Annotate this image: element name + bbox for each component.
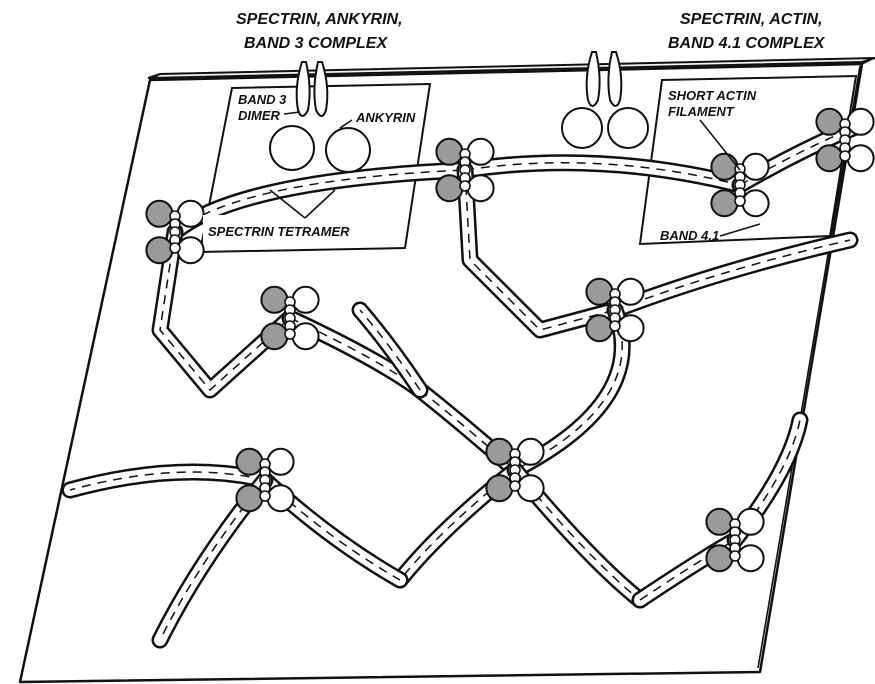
band41-protein (435, 137, 464, 166)
band3-dimer-top (295, 61, 329, 117)
actin-monomer (509, 480, 521, 492)
label-band41: BAND 4.1 (660, 223, 761, 243)
junction-complex (585, 277, 645, 343)
band41-protein (145, 199, 174, 228)
actin-monomer (169, 242, 181, 254)
band41-protein (260, 322, 289, 351)
svg-text:DIMER: DIMER (238, 108, 281, 123)
globular-protein (266, 447, 295, 476)
svg-text:BAND 4.1: BAND 4.1 (660, 228, 719, 243)
label-band3-dimer: BAND 3 DIMER (238, 92, 301, 123)
band3-protein-icon (269, 125, 315, 171)
globular-protein (291, 322, 320, 351)
label-spectrin-ankyrin-band3: SPECTRIN, ANKYRIN, BAND 3 COMPLEX (236, 11, 403, 52)
svg-text:SPECTRIN, ACTIN,: SPECTRIN, ACTIN, (680, 11, 823, 28)
band41-protein (485, 437, 514, 466)
label-short-actin-filament: SHORT ACTIN FILAMENT (668, 88, 757, 171)
band41-protein (235, 484, 264, 513)
band41-protein (585, 314, 614, 343)
spectrin-twist (159, 231, 291, 392)
globular-protein (846, 144, 875, 173)
spectrin-twist (614, 239, 851, 311)
band41-protein (235, 447, 264, 476)
globular-protein (466, 137, 495, 166)
band41-protein (585, 277, 614, 306)
band41-protein (435, 174, 464, 203)
globular-protein (616, 314, 645, 343)
globular-protein (736, 507, 765, 536)
junction-complex (485, 437, 545, 503)
band41-protein (710, 152, 739, 181)
junctional-complexes (145, 107, 875, 573)
svg-text:SHORT ACTIN: SHORT ACTIN (668, 88, 757, 103)
spectrin-twist (69, 471, 266, 491)
band3-dimer-mid (561, 51, 649, 149)
svg-text:BAND 3: BAND 3 (238, 92, 287, 107)
globular-protein (466, 174, 495, 203)
svg-text:BAND 4.1 COMPLEX: BAND 4.1 COMPLEX (668, 35, 826, 52)
actin-monomer (734, 195, 746, 207)
globular-protein (736, 544, 765, 573)
spectrin-twist (514, 469, 641, 601)
globular-protein (516, 437, 545, 466)
junction-complex (260, 285, 320, 351)
svg-text:FILAMENT: FILAMENT (668, 104, 735, 119)
band3-complex-inset (198, 82, 432, 254)
band41-protein (485, 474, 514, 503)
globular-protein (266, 484, 295, 513)
actin-monomer (284, 328, 296, 340)
actin-monomer (729, 550, 741, 562)
junction-complex (435, 137, 495, 203)
junction-complex (235, 447, 295, 513)
label-ankyrin: ANKYRIN (355, 110, 416, 125)
band41-protein (705, 544, 734, 573)
globular-protein (176, 236, 205, 265)
junction-complex (145, 199, 205, 265)
spectrin-twist (464, 169, 616, 331)
globular-protein (846, 107, 875, 136)
svg-text:BAND 3 COMPLEX: BAND 3 COMPLEX (244, 35, 388, 52)
band41-protein (260, 285, 289, 314)
band41-protein (815, 144, 844, 173)
actin-monomer (259, 490, 271, 502)
junction-complex (710, 152, 770, 218)
actin-monomer (839, 150, 851, 162)
globular-protein (616, 277, 645, 306)
svg-text:SPECTRIN, ANKYRIN,: SPECTRIN, ANKYRIN, (236, 11, 403, 28)
junction-complex (705, 507, 765, 573)
spectrin-twist (639, 539, 736, 601)
band41-protein (705, 507, 734, 536)
band41-protein (145, 236, 174, 265)
band41-protein (710, 189, 739, 218)
spectrin-twist (464, 161, 741, 186)
globular-protein (176, 199, 205, 228)
actin-monomer (459, 180, 471, 192)
svg-text:SPECTRIN TETRAMER: SPECTRIN TETRAMER (208, 224, 350, 239)
globular-protein (741, 189, 770, 218)
junction-complex (815, 107, 875, 173)
globular-protein (741, 152, 770, 181)
ankyrin-protein-icon (325, 119, 371, 173)
band41-protein (815, 107, 844, 136)
label-spectrin-actin-band41: SPECTRIN, ACTIN, BAND 4.1 COMPLEX (668, 11, 826, 52)
globular-protein (291, 285, 320, 314)
spectrin-twist (359, 309, 421, 391)
actin-monomer (609, 320, 621, 332)
svg-text:ANKYRIN: ANKYRIN (355, 110, 416, 125)
label-spectrin-tetramer: SPECTRIN TETRAMER (203, 189, 395, 243)
globular-protein (516, 474, 545, 503)
